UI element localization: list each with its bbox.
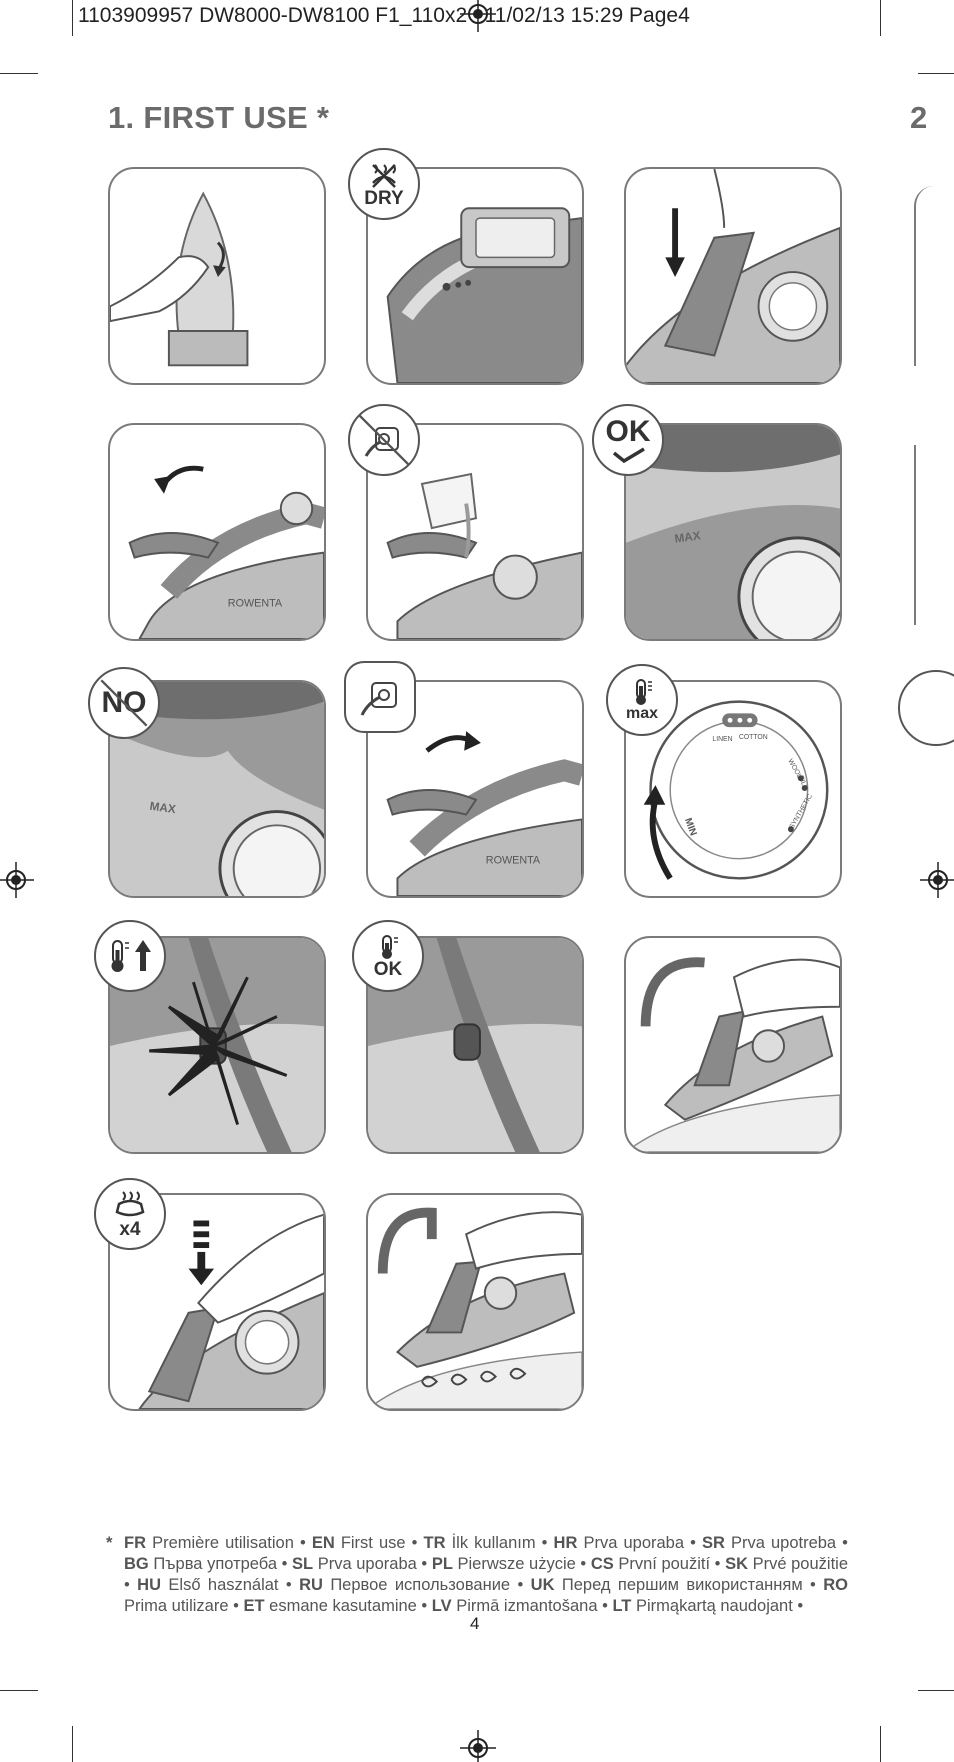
language-translation: Prvé použitie	[752, 1555, 848, 1573]
language-translation: İlk kullanım	[451, 1534, 536, 1552]
language-code: PL	[431, 1555, 453, 1573]
language-code: SL	[292, 1555, 314, 1573]
thermometer-up-icon	[111, 940, 151, 972]
dial-silk: SILK	[797, 775, 809, 792]
crop-mark	[880, 0, 881, 36]
step-panel-vertical-steam-over-sink	[366, 1193, 584, 1411]
thermometer-icon	[636, 679, 652, 705]
crop-mark	[880, 1726, 881, 1762]
iron-brand-2: ROWENTA	[486, 855, 541, 867]
plug-socket-icon	[360, 682, 397, 716]
unplugged-badge	[348, 404, 420, 476]
step-panel-unwind-cord	[108, 167, 326, 385]
page-number: 4	[470, 1614, 480, 1633]
max-temp-badge: max	[606, 664, 678, 736]
crop-mark	[918, 73, 954, 74]
language-code: ET	[243, 1597, 265, 1615]
crop-mark	[0, 1690, 38, 1691]
language-code: BG	[124, 1555, 149, 1573]
language-code: RU	[299, 1576, 323, 1594]
dial-linen: LINEN	[712, 736, 732, 743]
language-code: SK	[725, 1555, 748, 1573]
checkmark-icon	[612, 447, 645, 463]
no-badge: NO	[88, 667, 160, 739]
section-title: 1. FIRST USE *	[108, 100, 330, 135]
multilingual-footnote: * FR Première utilisation • EN First use…	[106, 1533, 848, 1617]
language-translation: Pirmąkartą naudojant	[635, 1597, 793, 1615]
step-panel-light-off-ready	[366, 936, 584, 1154]
step-panel-set-max-temperature: LINEN COTTON WOOL SILK SYNTHETIC MIN	[624, 680, 842, 898]
language-code: TR	[423, 1534, 446, 1552]
step-panel-dry-setting	[366, 167, 584, 385]
language-translation: Prva uporaba	[317, 1555, 417, 1573]
language-code: HU	[137, 1576, 162, 1594]
temp-rising-badge	[94, 920, 166, 992]
step-panel-press-steam-over-sink	[624, 936, 842, 1154]
language-code: HR	[553, 1534, 578, 1552]
ok-label: OK	[605, 415, 651, 448]
ok-check-badge: OK	[592, 404, 664, 476]
language-translation: Prva upotreba	[730, 1534, 837, 1552]
language-code: LT	[612, 1597, 632, 1615]
dry-badge: DRY	[348, 148, 420, 220]
plugged-in-badge	[344, 661, 416, 733]
language-translation: Перед першим використанням	[561, 1576, 803, 1594]
iron-brand: ROWENTA	[228, 598, 283, 610]
max-label: max	[625, 705, 659, 722]
dry-label: DRY	[364, 187, 404, 209]
registration-mark-icon	[0, 862, 34, 898]
steam-x4-badge: x4	[94, 1178, 166, 1250]
language-code: CS	[590, 1555, 614, 1573]
crop-mark	[918, 1690, 954, 1691]
tank-max-label: MAX	[674, 529, 702, 546]
next-page-edge-badge	[898, 670, 954, 746]
language-code: RO	[823, 1576, 848, 1594]
tank-max-label-2: MAX	[149, 800, 177, 817]
step-panel-lift-cover: ROWENTA	[108, 423, 326, 641]
language-translation: Първа употреба	[153, 1555, 278, 1573]
footnote-translations: FR Première utilisation • EN First use •…	[124, 1534, 848, 1615]
dial-cotton: COTTON	[739, 734, 768, 741]
language-translation: esmane kasutamine	[269, 1597, 417, 1615]
step-panel-overfill-no: MAX	[108, 680, 326, 898]
footnote-star: *	[106, 1534, 113, 1552]
language-code: UK	[530, 1576, 555, 1594]
ok-temp-label: OK	[373, 958, 403, 980]
language-translation: Prva uporaba	[583, 1534, 685, 1552]
language-translation: First use	[340, 1534, 406, 1552]
x4-label: x4	[119, 1218, 141, 1240]
next-page-edge-panel	[914, 445, 954, 625]
registration-mark-icon	[460, 0, 496, 32]
no-steam-icon	[372, 163, 396, 188]
next-page-edge-panel	[914, 186, 954, 366]
crop-mark	[72, 0, 73, 36]
language-code: EN	[311, 1534, 335, 1552]
temp-ok-badge: OK	[352, 920, 424, 992]
crop-mark	[0, 73, 38, 74]
print-header: 1103909957 DW8000-DW8100 F1_110x2 11/02/…	[78, 4, 690, 27]
step-panel-open-filler-cap	[624, 167, 842, 385]
language-translation: Первое использование	[330, 1576, 511, 1594]
language-translation: První použití	[618, 1555, 711, 1573]
language-code: SR	[701, 1534, 725, 1552]
unplugged-icon	[364, 427, 399, 457]
language-translation: Pierwsze użycie	[457, 1555, 576, 1573]
language-code: FR	[124, 1534, 146, 1552]
language-translation: Első használat	[168, 1576, 279, 1594]
language-translation: Pirmā izmantošana	[456, 1597, 598, 1615]
language-translation: Première utilisation	[152, 1534, 294, 1552]
thermometer-icon	[382, 934, 398, 959]
next-section-edge: 2	[910, 100, 928, 135]
language-code: LV	[431, 1597, 452, 1615]
steam-burst-icon	[115, 1190, 145, 1216]
crop-mark	[72, 1726, 73, 1762]
language-translation: Prima utilizare	[124, 1597, 229, 1615]
step-panel-max-level-ok: MAX	[624, 423, 842, 641]
registration-mark-icon	[460, 1730, 496, 1762]
registration-mark-icon	[920, 862, 954, 898]
